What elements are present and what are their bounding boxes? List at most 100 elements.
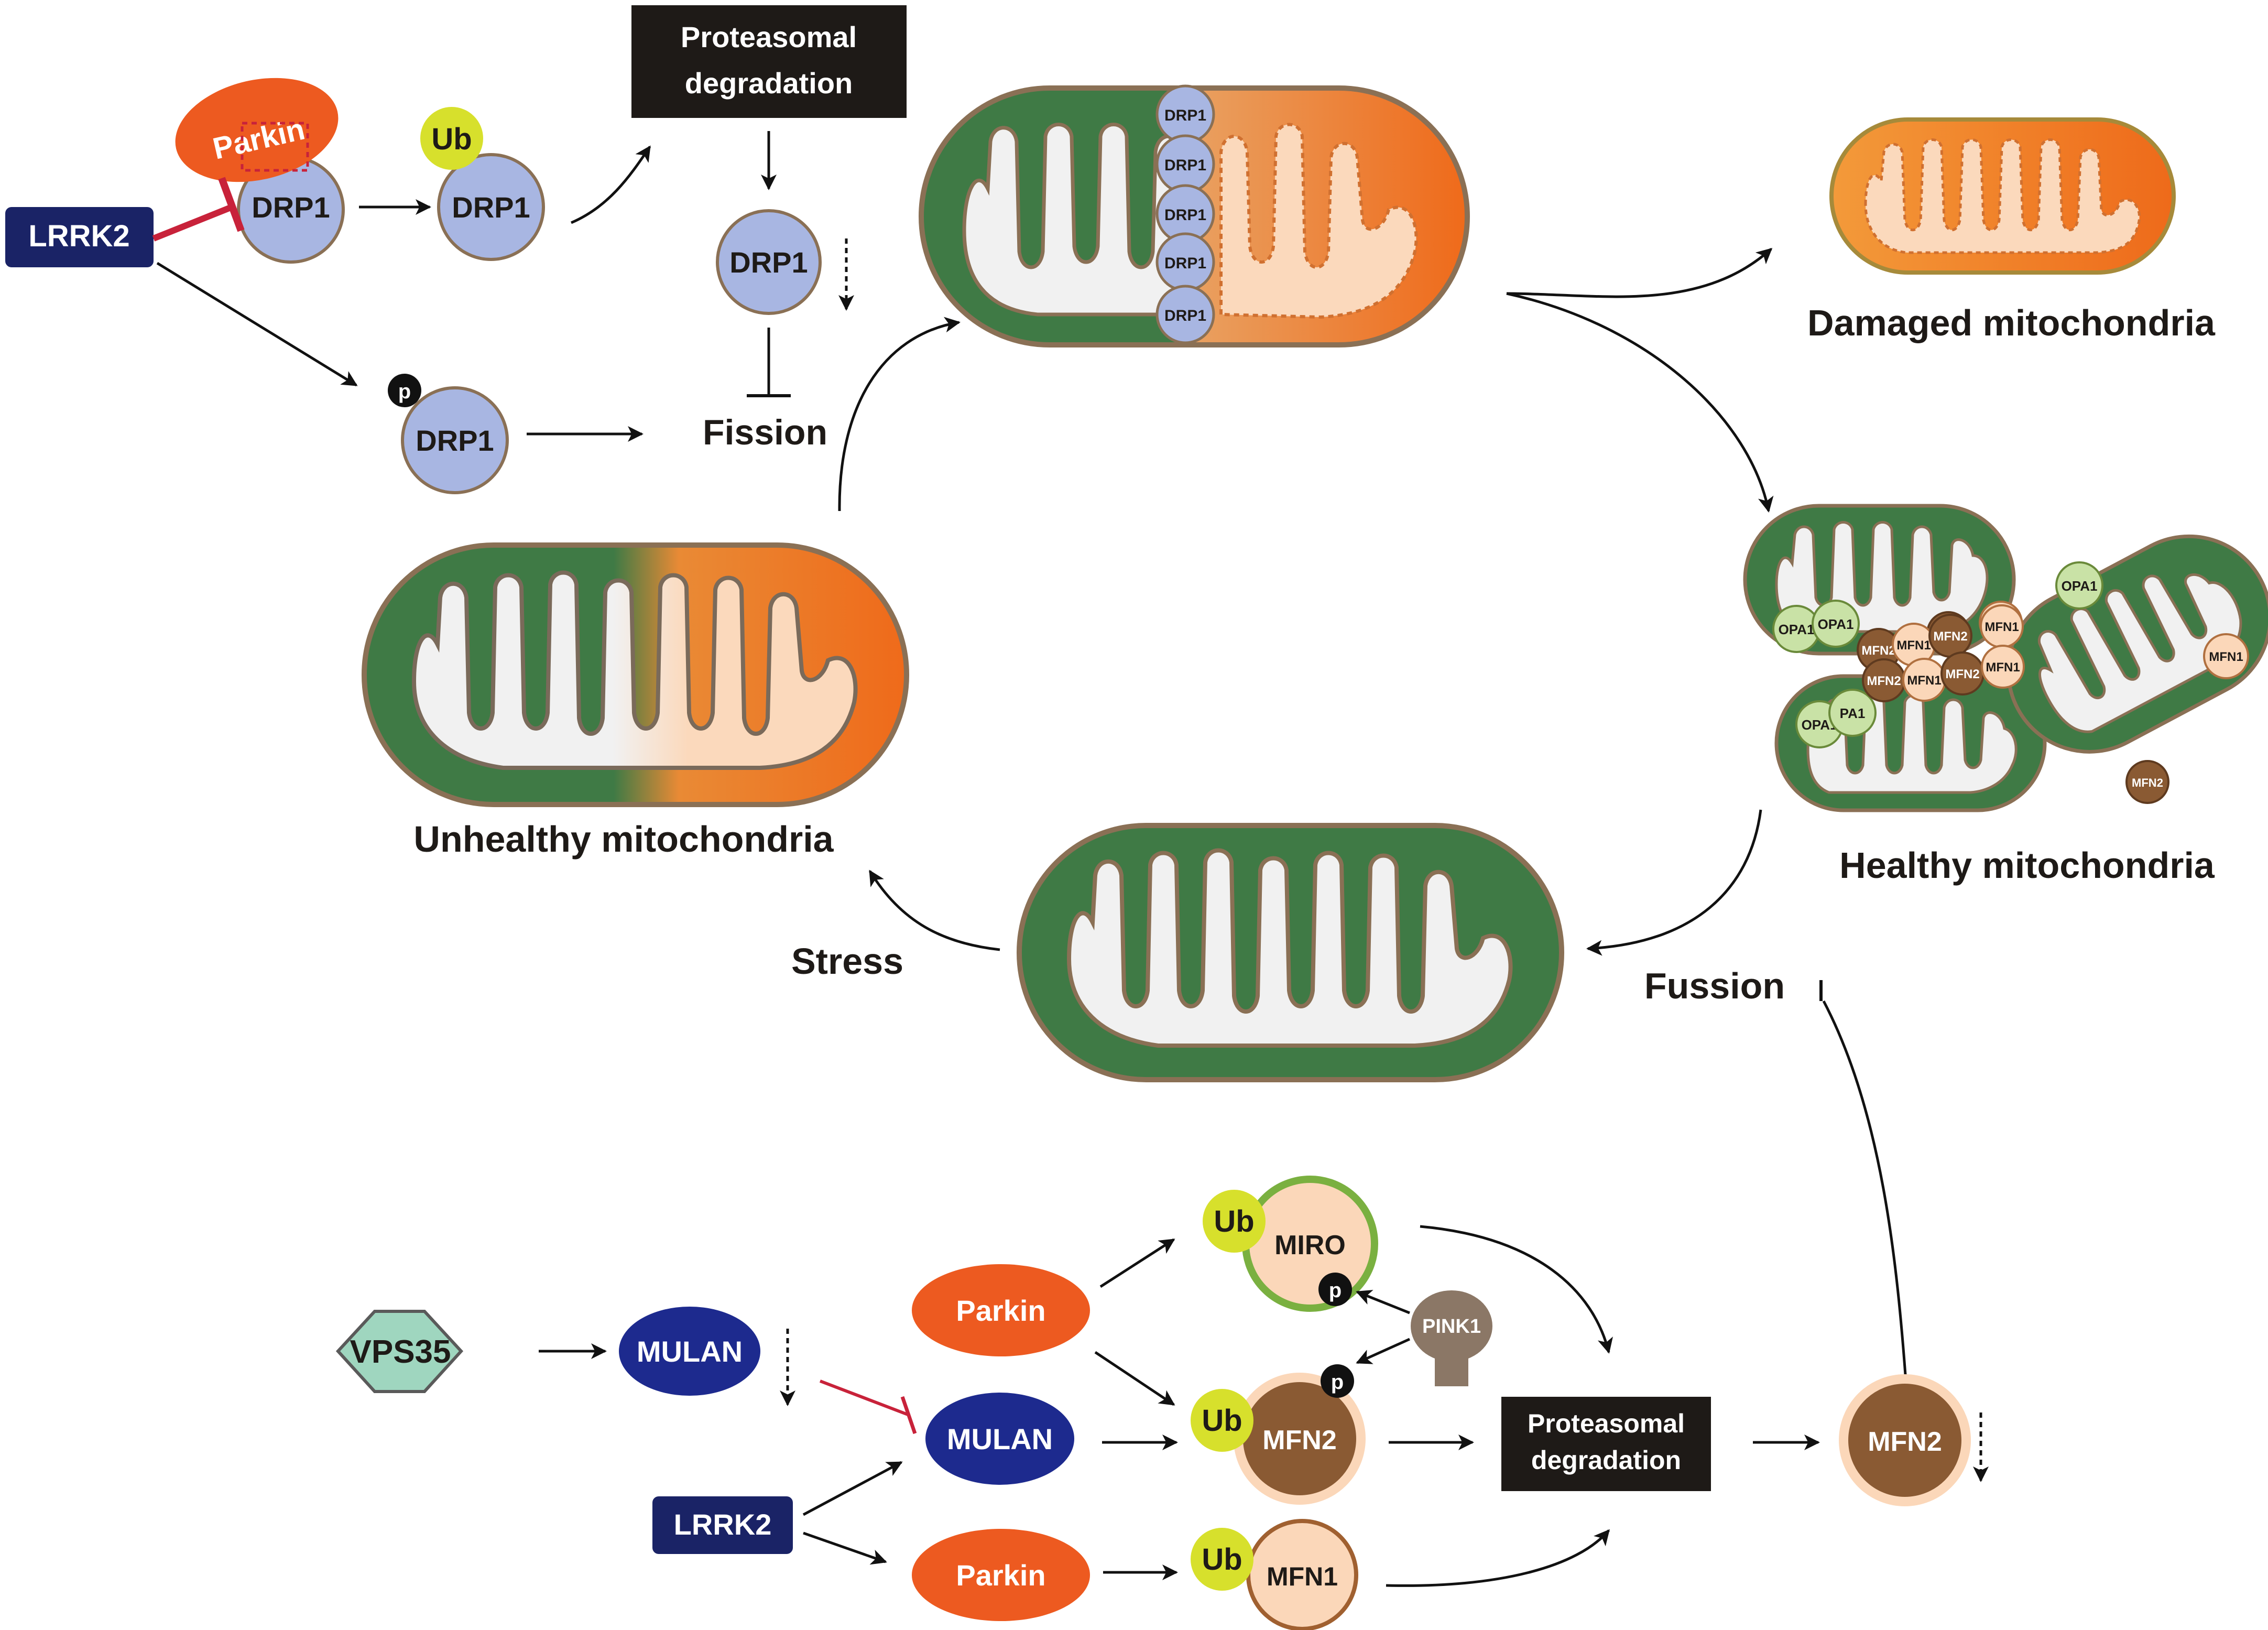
mfn2-right-label: MFN2 bbox=[2132, 776, 2163, 789]
mulan-label-bottom: MULAN bbox=[947, 1422, 1053, 1455]
arrow-fission-to-healthy bbox=[1506, 292, 1774, 513]
vps35-label: VPS35 bbox=[350, 1334, 451, 1370]
arrow-lrrk2-to-parkin bbox=[803, 1531, 887, 1565]
parkin-drp1-complex: Parkin DRP1 bbox=[175, 78, 345, 264]
ub-mfn2: MFN2 Ub p bbox=[1191, 1364, 1366, 1505]
lrrk2-label-top: LRRK2 bbox=[28, 219, 129, 253]
mfn1-right-label: MFN1 bbox=[2209, 650, 2243, 664]
arrow-fission-to-damaged bbox=[1506, 248, 1773, 298]
unhealthy-mitochondrion bbox=[362, 542, 909, 807]
proteasome-box-bottom bbox=[1501, 1397, 1711, 1491]
drp1-label-4: DRP1 bbox=[416, 424, 494, 457]
damaged-mito-label: Damaged mitochondria bbox=[1807, 302, 2216, 343]
drp1-label-3: DRP1 bbox=[729, 246, 808, 279]
mfn2-node-right bbox=[1839, 1374, 1971, 1506]
healthy-mito-label: Healthy mitochondria bbox=[1839, 845, 2215, 886]
mfn2-label-5: MFN2 bbox=[1945, 667, 1979, 681]
parkin-upper: Parkin bbox=[912, 1264, 1090, 1356]
proteasomal-degradation-top: Proteasomal degradation bbox=[631, 5, 907, 118]
healthy-mito-cluster: OPA1 OPA1 OPA1 PA1 OPA1 MFN1 MFN2 MFN2 M… bbox=[1743, 504, 2268, 812]
vps35-hexagon bbox=[335, 1310, 464, 1393]
phospho-label-drp1: p bbox=[398, 380, 411, 403]
center-mito-inner bbox=[1066, 848, 1513, 1048]
healthy-mito-right-inner bbox=[2037, 573, 2242, 733]
opa1-label-5: OPA1 bbox=[2062, 578, 2098, 594]
ub-label-mfn2: Ub bbox=[1202, 1404, 1242, 1438]
pink1-head bbox=[1411, 1290, 1492, 1362]
ub-label-mfn1: Ub bbox=[1202, 1542, 1242, 1577]
fission-mito-inner-damaged bbox=[1219, 123, 1418, 319]
lrrk2-box-bottom bbox=[652, 1496, 793, 1554]
mulan-oval-bottom bbox=[925, 1393, 1074, 1485]
drp1-ring-label-1: DRP1 bbox=[1164, 107, 1206, 124]
parkin-label-upper: Parkin bbox=[956, 1294, 1045, 1327]
mfn1-right bbox=[2203, 633, 2249, 679]
drp1-ring-label-2: DRP1 bbox=[1164, 157, 1206, 174]
proteasome-bottom-line1: Proteasomal bbox=[1528, 1409, 1685, 1438]
lrrk2-top-group: LRRK2 bbox=[5, 207, 154, 267]
miro-label: MIRO bbox=[1274, 1230, 1346, 1260]
arrow-lrrk2-to-pdrp1 bbox=[156, 262, 358, 387]
mfn2-label-3: MFN2 bbox=[1933, 629, 1967, 644]
arrow-miro-to-proteasome bbox=[1420, 1225, 1613, 1354]
phospho-badge-miro bbox=[1318, 1273, 1352, 1306]
ub-badge-drp1 bbox=[420, 107, 483, 170]
proteasome-bottom-line2: degradation bbox=[1531, 1446, 1681, 1475]
mfn1-label-bottom: MFN1 bbox=[1267, 1562, 1338, 1591]
ub-mfn1: MFN1 Ub bbox=[1191, 1519, 1358, 1630]
ub-label-miro: Ub bbox=[1214, 1204, 1254, 1238]
arrow-parkin-to-mfn2 bbox=[1094, 1351, 1175, 1406]
damaged-mito-inner bbox=[1864, 138, 2141, 254]
pink1-label: PINK1 bbox=[1422, 1316, 1481, 1338]
stress-label: Stress bbox=[791, 941, 903, 982]
mfn2-label-4: MFN2 bbox=[1867, 674, 1901, 688]
drp1-node-4 bbox=[401, 386, 509, 494]
phospho-label-mfn2: p bbox=[1331, 1371, 1344, 1394]
mfn2-label-right: MFN2 bbox=[1868, 1427, 1942, 1457]
lrrk2-inhibits-drp1 bbox=[152, 177, 245, 242]
ub-badge-mfn1 bbox=[1191, 1528, 1253, 1591]
drp1-label-1: DRP1 bbox=[252, 191, 330, 224]
ub-badge-miro bbox=[1203, 1190, 1266, 1253]
mulan-bottom: MULAN bbox=[925, 1393, 1074, 1485]
proteasome-top-line1: Proteasomal bbox=[681, 20, 857, 53]
mfn2-label-center: MFN2 bbox=[1262, 1425, 1337, 1455]
drp1-label-2: DRP1 bbox=[452, 191, 530, 224]
ub-miro: MIRO Ub p bbox=[1203, 1176, 1378, 1312]
parkin-label-lower: Parkin bbox=[956, 1559, 1045, 1592]
unhealthy-mito-label: Unhealthy mitochondria bbox=[413, 819, 834, 860]
lrrk2-label-bottom: LRRK2 bbox=[674, 1508, 772, 1541]
proteasome-top-line2: degradation bbox=[685, 67, 853, 100]
mfn1-5 bbox=[1981, 645, 2025, 689]
mulan-top: MULAN bbox=[619, 1307, 760, 1396]
lrrk2-box-top bbox=[5, 207, 154, 267]
mfn2-right bbox=[2125, 760, 2169, 804]
fissioning-mitochondrion: DRP1 DRP1 DRP1 DRP1 DRP1 bbox=[919, 84, 1470, 347]
parkin-lower: Parkin bbox=[912, 1529, 1090, 1621]
opa1-label-2: OPA1 bbox=[1818, 616, 1854, 632]
vps35-node: VPS35 bbox=[335, 1310, 464, 1393]
unhealthy-mito-inner bbox=[411, 570, 858, 770]
phospho-label-miro: p bbox=[1329, 1279, 1342, 1302]
phospho-badge-mfn2 bbox=[1321, 1364, 1354, 1398]
fission-label: Fission bbox=[703, 412, 827, 452]
opa1-2 bbox=[1812, 600, 1860, 648]
pink1-node: PINK1 bbox=[1411, 1290, 1492, 1386]
arrow-lrrk2-to-mulan bbox=[802, 1461, 903, 1516]
drp1-ring-5 bbox=[1155, 285, 1215, 344]
healthy-mito-lower-inner bbox=[1806, 694, 2018, 794]
drp1-node-3 bbox=[716, 209, 822, 315]
opa1-label-4: PA1 bbox=[1840, 705, 1866, 721]
lrrk2-bottom-group: LRRK2 bbox=[652, 1496, 793, 1554]
ub-drp1-top: DRP1 Ub bbox=[420, 107, 545, 261]
proteasomal-degradation-bottom: Proteasomal degradation bbox=[1501, 1397, 1711, 1491]
mfn1-label-4: MFN1 bbox=[1907, 673, 1941, 688]
mfn1-label-2: MFN1 bbox=[1896, 638, 1931, 653]
drp1-node-2 bbox=[437, 153, 545, 261]
drp1-ring-label-5: DRP1 bbox=[1164, 307, 1206, 324]
mfn1-label-5: MFN1 bbox=[1986, 660, 2020, 675]
arrow-center-to-unhealthy bbox=[868, 870, 1000, 951]
phospho-drp1: DRP1 p bbox=[388, 374, 509, 494]
parkin-binding-site bbox=[241, 122, 309, 172]
parkin-oval-top bbox=[175, 78, 339, 182]
